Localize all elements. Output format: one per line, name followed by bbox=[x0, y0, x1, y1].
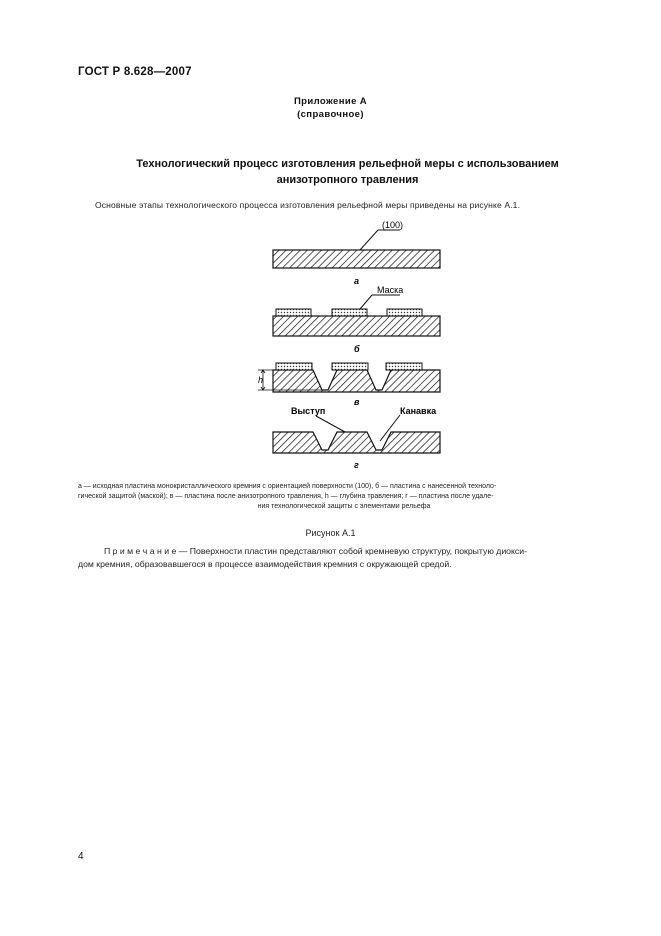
stage-d-relief-wafer bbox=[272, 414, 441, 454]
stage-b-wafer-with-mask bbox=[272, 294, 441, 337]
figure-a1-diagram: (100) а Маска б h в Выступ Канавка г bbox=[258, 220, 441, 470]
label-depth: h bbox=[258, 375, 263, 385]
figure-caption-line1: а — исходная пластина монокристаллическо… bbox=[78, 483, 497, 490]
label-stage-d: г bbox=[354, 460, 359, 470]
label-stage-c: в bbox=[354, 397, 360, 407]
label-stage-b: б bbox=[354, 344, 360, 354]
section-title-line1: Технологический процесс изготовления рел… bbox=[136, 158, 559, 170]
note-line2: дом кремния, образовавшегося в процессе … bbox=[78, 559, 452, 569]
stage-c-etched-wafer bbox=[258, 362, 441, 393]
appendix-subtitle: (справочное) bbox=[297, 109, 364, 120]
label-protrusion: Выступ bbox=[291, 406, 325, 416]
figure-name: Рисунок А.1 bbox=[305, 528, 356, 538]
stage-a-wafer bbox=[272, 229, 441, 269]
label-stage-a: а bbox=[354, 276, 359, 286]
label-mask: Маска bbox=[377, 285, 403, 295]
page-number: 4 bbox=[78, 851, 84, 862]
label-groove: Канавка bbox=[400, 406, 437, 416]
figure-caption: а — исходная пластина монокристаллическо… bbox=[78, 482, 610, 512]
label-orientation: (100) bbox=[382, 220, 403, 230]
appendix-title: Приложение А bbox=[293, 96, 368, 107]
figure-caption-line3: ния технологической защиты с элементами … bbox=[257, 503, 431, 510]
intro-paragraph: Основные этапы технологического процесса… bbox=[95, 200, 521, 210]
section-title-line2: анизотропного травления bbox=[276, 174, 419, 186]
document-header: ГОСТ Р 8.628—2007 bbox=[78, 66, 192, 78]
note-paragraph: П р и м е ч а н и е — Поверхности пласти… bbox=[78, 545, 610, 571]
figure-caption-line2: гической защитой (маской); в — пластина … bbox=[78, 493, 494, 500]
note-line1: П р и м е ч а н и е — Поверхности пласти… bbox=[104, 546, 527, 556]
